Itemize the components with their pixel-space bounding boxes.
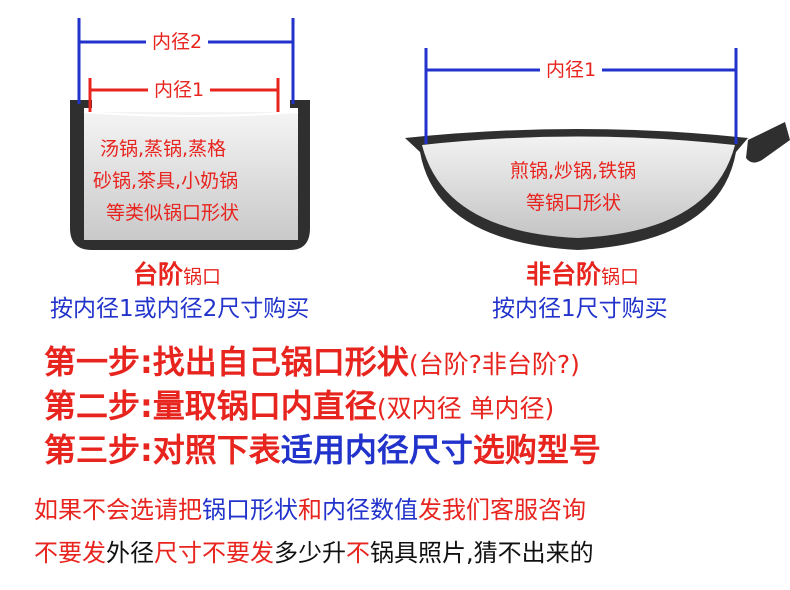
stepped-buy-note: 按内径1或内径2尺寸购买 bbox=[50, 296, 310, 322]
step-2: 第二步:量取锅口内直径(双内径 单内径) bbox=[44, 387, 555, 425]
wok-line-1: 煎锅,炒锅,铁锅 bbox=[510, 160, 637, 182]
stepped-pot-line-1: 汤锅,蒸锅,蒸格 bbox=[100, 138, 227, 160]
stepped-pot-line-3: 等类似锅口形状 bbox=[106, 202, 240, 224]
wok-dim1-label: 内径1 bbox=[540, 61, 603, 80]
step-1: 第一步:找出自己锅口形状(台阶?非台阶?) bbox=[44, 343, 580, 381]
stepped-pot-illustration bbox=[70, 100, 310, 250]
footer-line-2: 不要发外径尺寸不要发多少升不锅具照片,猜不出来的 bbox=[34, 539, 594, 567]
stepped-pot-line-2: 砂锅,茶具,小奶锅 bbox=[93, 170, 239, 192]
footer-line-1: 如果不会选请把锅口形状和内径数值发我们客服咨询 bbox=[34, 496, 586, 524]
dim2-label: 内径2 bbox=[146, 33, 209, 52]
dim1-label: 内径1 bbox=[148, 81, 211, 100]
wok-buy-note: 按内径1尺寸购买 bbox=[492, 296, 668, 322]
wok-line-2: 等锅口形状 bbox=[526, 192, 622, 214]
wok-caption: 非台阶锅口 bbox=[526, 260, 640, 289]
step-3: 第三步:对照下表适用内径尺寸选购型号 bbox=[44, 431, 601, 469]
wok-illustration bbox=[405, 122, 790, 250]
stepped-caption: 台阶锅口 bbox=[133, 260, 222, 289]
